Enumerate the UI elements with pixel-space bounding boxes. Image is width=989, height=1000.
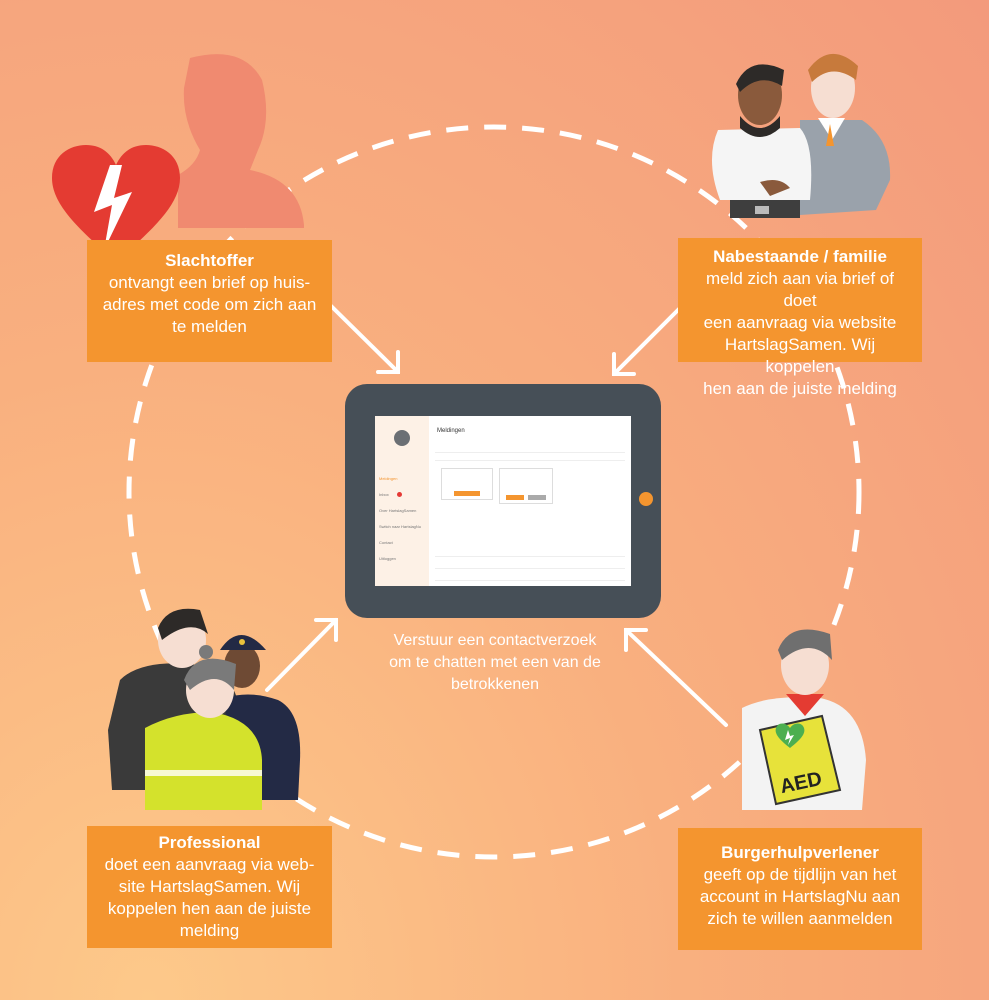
victim-title: Slachtoffer (165, 251, 254, 270)
family-text: meld zich aan via brief of doet een aanv… (703, 269, 897, 398)
screen-button[interactable] (528, 495, 546, 500)
responder-title: Burgerhulpverlener (721, 843, 879, 862)
sidebar-item-switch[interactable]: Switch naar HartslagNu (379, 524, 422, 529)
sidebar-item-inbox[interactable]: Inbox (379, 492, 389, 497)
victim-text: ontvangt een brief op huis- adres met co… (102, 273, 317, 336)
family-box: Nabestaande / familie meld zich aan via … (678, 238, 922, 398)
screen-sidebar: Meldingen Inbox Over HartslagSamen Switc… (375, 416, 429, 586)
screen-button[interactable] (506, 495, 524, 500)
screen-page-title: Meldingen (437, 428, 465, 434)
responder-figure (742, 629, 866, 810)
tablet-home-button (639, 492, 653, 506)
center-caption: Verstuur een contactverzoek om te chatte… (389, 632, 601, 693)
arrow-icon (265, 618, 338, 692)
avatar (394, 430, 410, 446)
tablet: Meldingen Inbox Over HartslagSamen Switc… (345, 384, 661, 618)
professional-text: doet een aanvraag via web- site Hartslag… (104, 855, 315, 940)
sidebar-item-meldingen[interactable]: Meldingen (379, 476, 398, 481)
sidebar-item-over[interactable]: Over HartslagSamen (379, 508, 417, 513)
person-silhouette-icon (178, 54, 304, 228)
arrow-icon (612, 301, 687, 376)
table-row (435, 580, 625, 581)
victim-box: Slachtoffer ontvangt een brief op huis- … (87, 240, 332, 362)
heart-lightning-icon (52, 145, 180, 262)
screen-button[interactable] (454, 491, 480, 496)
arrow-icon (624, 628, 728, 727)
table-row (435, 452, 625, 453)
table-row (435, 556, 625, 557)
inbox-badge (397, 492, 402, 497)
responder-box: Burgerhulpverlener geeft op de tijdlijn … (678, 828, 922, 950)
sidebar-item-contact[interactable]: Contact (379, 540, 393, 545)
responder-text: geeft op de tijdlijn van het account in … (699, 865, 901, 928)
table-row (435, 460, 625, 461)
professional-figures (108, 608, 301, 810)
professional-box: Professional doet een aanvraag via web- … (87, 826, 332, 948)
table-row (435, 568, 625, 569)
arrow-icon (323, 298, 400, 374)
list-item (441, 468, 493, 500)
dashed-cycle (126, 124, 862, 860)
tablet-screen: Meldingen Inbox Over HartslagSamen Switc… (375, 416, 631, 586)
aed-icon (758, 714, 842, 806)
professional-title: Professional (158, 833, 261, 852)
list-item (499, 468, 553, 504)
family-title: Nabestaande / familie (713, 247, 887, 266)
sidebar-item-uitloggen[interactable]: Uitloggen (379, 556, 396, 561)
family-figures (711, 53, 891, 218)
